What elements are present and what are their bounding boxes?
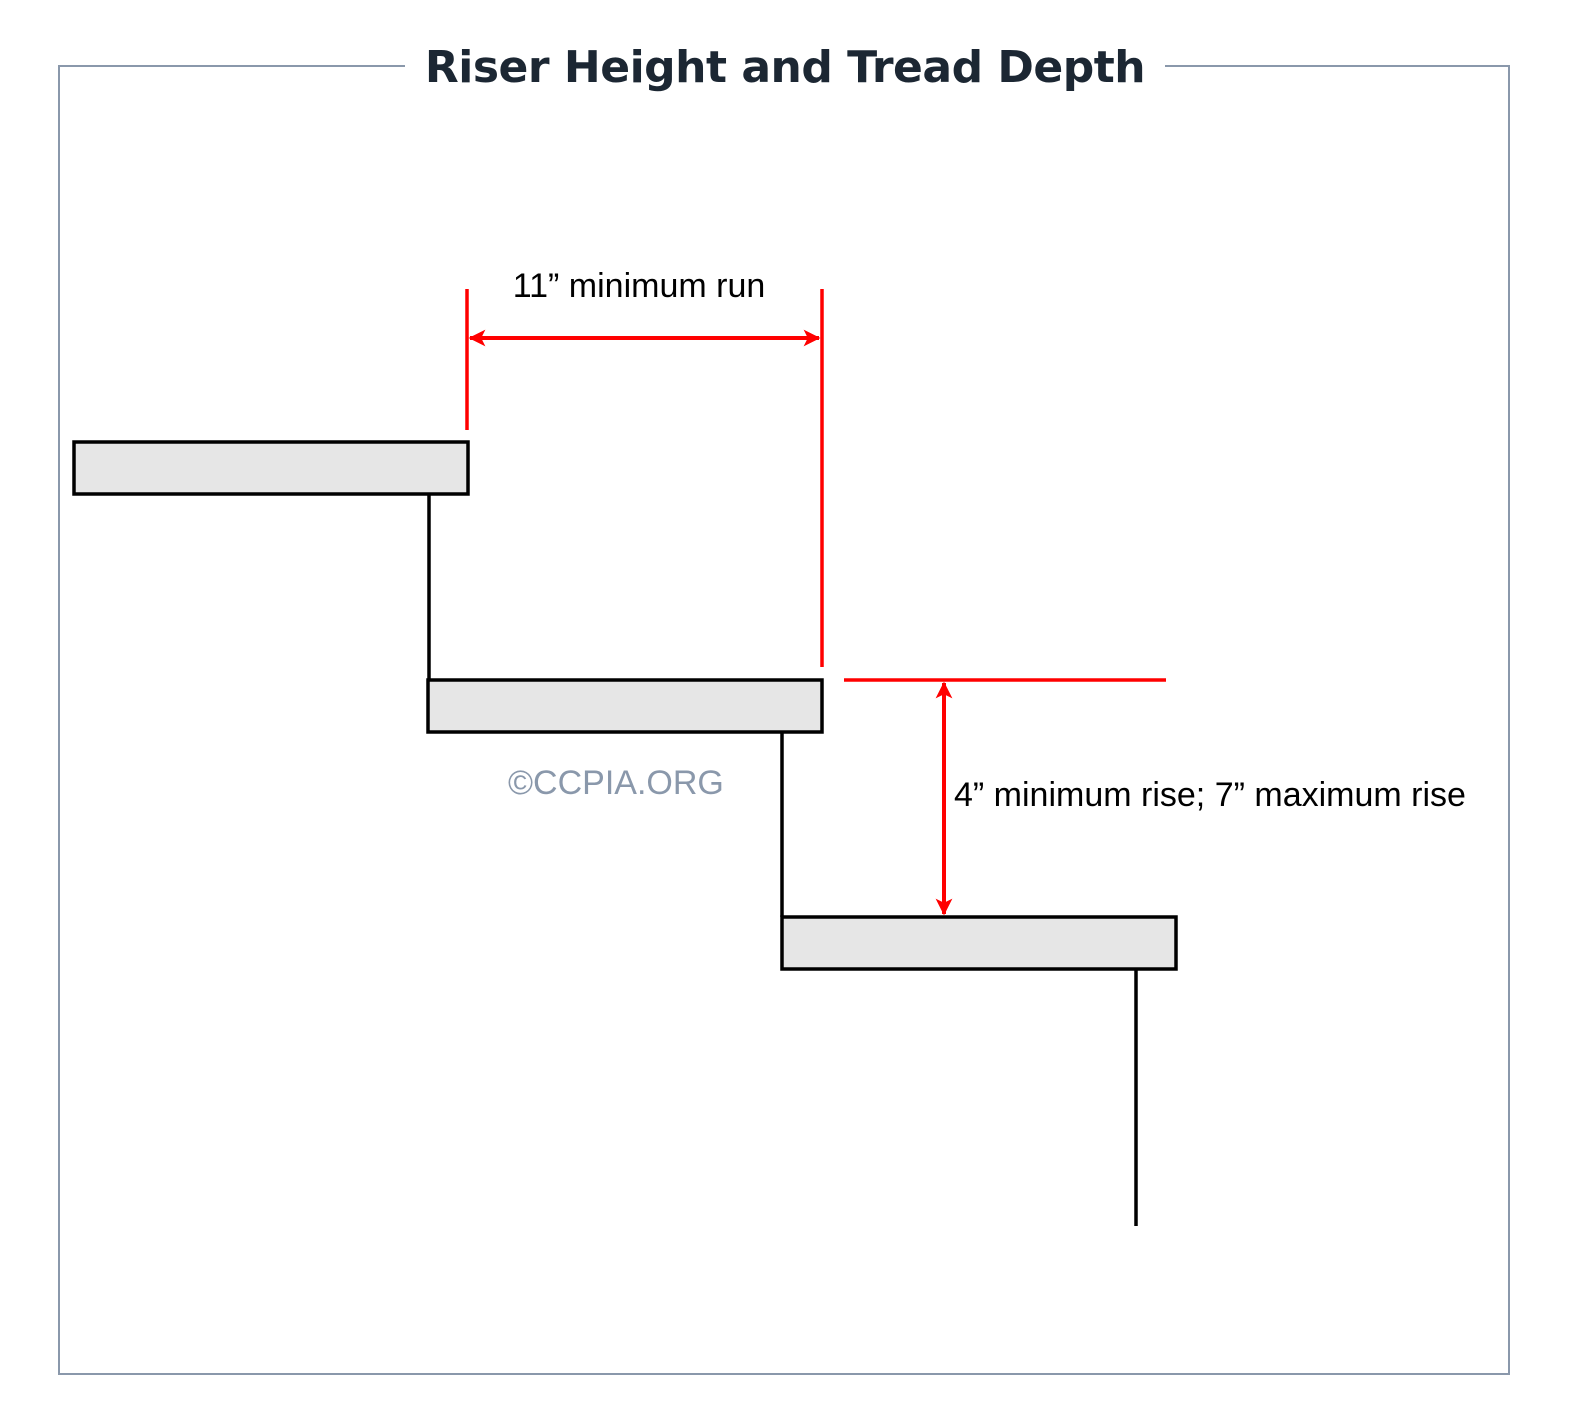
watermark: ©CCPIA.ORG	[508, 764, 724, 802]
tread-2	[426, 678, 824, 734]
rise-label: 4” minimum rise; 7” maximum rise	[954, 776, 1466, 814]
tread-3	[780, 915, 1178, 971]
tread-1	[72, 440, 470, 496]
run-label: 11” minimum run	[513, 267, 766, 305]
